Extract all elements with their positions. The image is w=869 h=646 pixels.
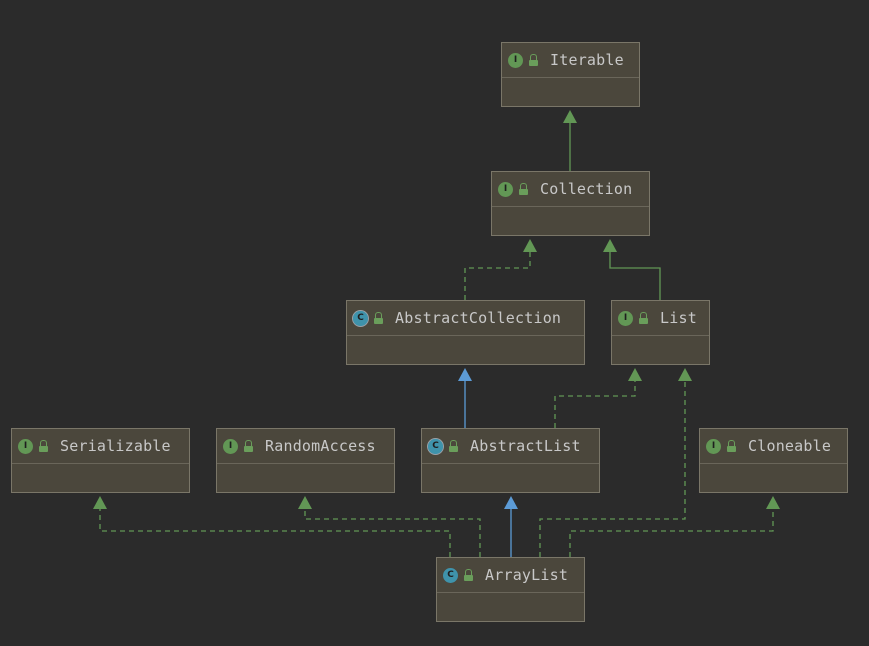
public-lock-icon	[39, 440, 48, 452]
edge-array-list-to-cloneable-line	[569, 508, 774, 557]
class-icon: C	[443, 567, 458, 583]
node-abstract-collection[interactable]: C AbstractCollection	[346, 300, 585, 365]
public-lock-icon	[244, 440, 253, 452]
edge-abstract-list-to-abstract-collection-arrowhead	[458, 368, 472, 381]
edge-array-list-to-list-line	[539, 380, 686, 557]
node-label: List	[660, 309, 697, 327]
interface-icon: I	[706, 438, 721, 454]
edge-list-to-collection-arrowhead	[603, 239, 617, 252]
edge-abstract-collection-to-collection-arrowhead	[523, 239, 537, 252]
node-label: Serializable	[60, 437, 171, 455]
node-members-area	[612, 336, 709, 364]
node-collection[interactable]: I Collection	[491, 171, 650, 236]
node-members-area	[217, 464, 394, 492]
node-members-area	[700, 464, 847, 492]
node-cloneable[interactable]: I Cloneable	[699, 428, 848, 493]
interface-icon: I	[498, 181, 513, 197]
node-label: Collection	[540, 180, 633, 198]
edge-array-list-to-abstract-list-arrowhead	[504, 496, 518, 509]
edge-array-list-to-serializable-line	[99, 508, 451, 557]
public-lock-icon	[464, 569, 473, 581]
interface-icon: I	[223, 438, 238, 454]
node-iterable[interactable]: I Iterable	[501, 42, 640, 107]
edge-array-list-to-random-access-arrowhead	[298, 496, 312, 509]
node-label: ArrayList	[485, 566, 569, 584]
node-random-access[interactable]: I RandomAccess	[216, 428, 395, 493]
interface-icon: I	[618, 310, 633, 326]
node-label: Cloneable	[748, 437, 832, 455]
public-lock-icon	[727, 440, 736, 452]
edge-collection-to-iterable-arrowhead	[563, 110, 577, 123]
edge-array-list-to-serializable-arrowhead	[93, 496, 107, 509]
abstract-class-icon: C	[353, 310, 368, 326]
node-members-area	[347, 336, 584, 364]
node-members-area	[422, 464, 599, 492]
edge-abstract-list-to-list-arrowhead	[628, 368, 642, 381]
interface-icon: I	[18, 438, 33, 454]
node-label: AbstractCollection	[395, 309, 562, 327]
public-lock-icon	[374, 312, 383, 324]
node-members-area	[492, 207, 649, 235]
node-list[interactable]: I List	[611, 300, 710, 365]
interface-icon: I	[508, 52, 523, 68]
node-serializable[interactable]: I Serializable	[11, 428, 190, 493]
node-members-area	[12, 464, 189, 492]
abstract-class-icon: C	[428, 438, 443, 454]
node-label: RandomAccess	[265, 437, 376, 455]
public-lock-icon	[639, 312, 648, 324]
edge-array-list-to-list-arrowhead	[678, 368, 692, 381]
edge-abstract-collection-to-collection-line	[464, 251, 531, 300]
node-array-list[interactable]: C ArrayList	[436, 557, 585, 622]
public-lock-icon	[519, 183, 528, 195]
edge-array-list-to-cloneable-arrowhead	[766, 496, 780, 509]
edge-list-to-collection-line	[609, 251, 661, 300]
node-label: Iterable	[550, 51, 624, 69]
node-members-area	[437, 593, 584, 621]
node-members-area	[502, 78, 639, 106]
node-label: AbstractList	[470, 437, 581, 455]
edge-array-list-to-random-access-line	[304, 508, 481, 557]
edge-abstract-list-to-list-line	[554, 380, 636, 428]
node-abstract-list[interactable]: C AbstractList	[421, 428, 600, 493]
public-lock-icon	[449, 440, 458, 452]
public-lock-icon	[529, 54, 538, 66]
